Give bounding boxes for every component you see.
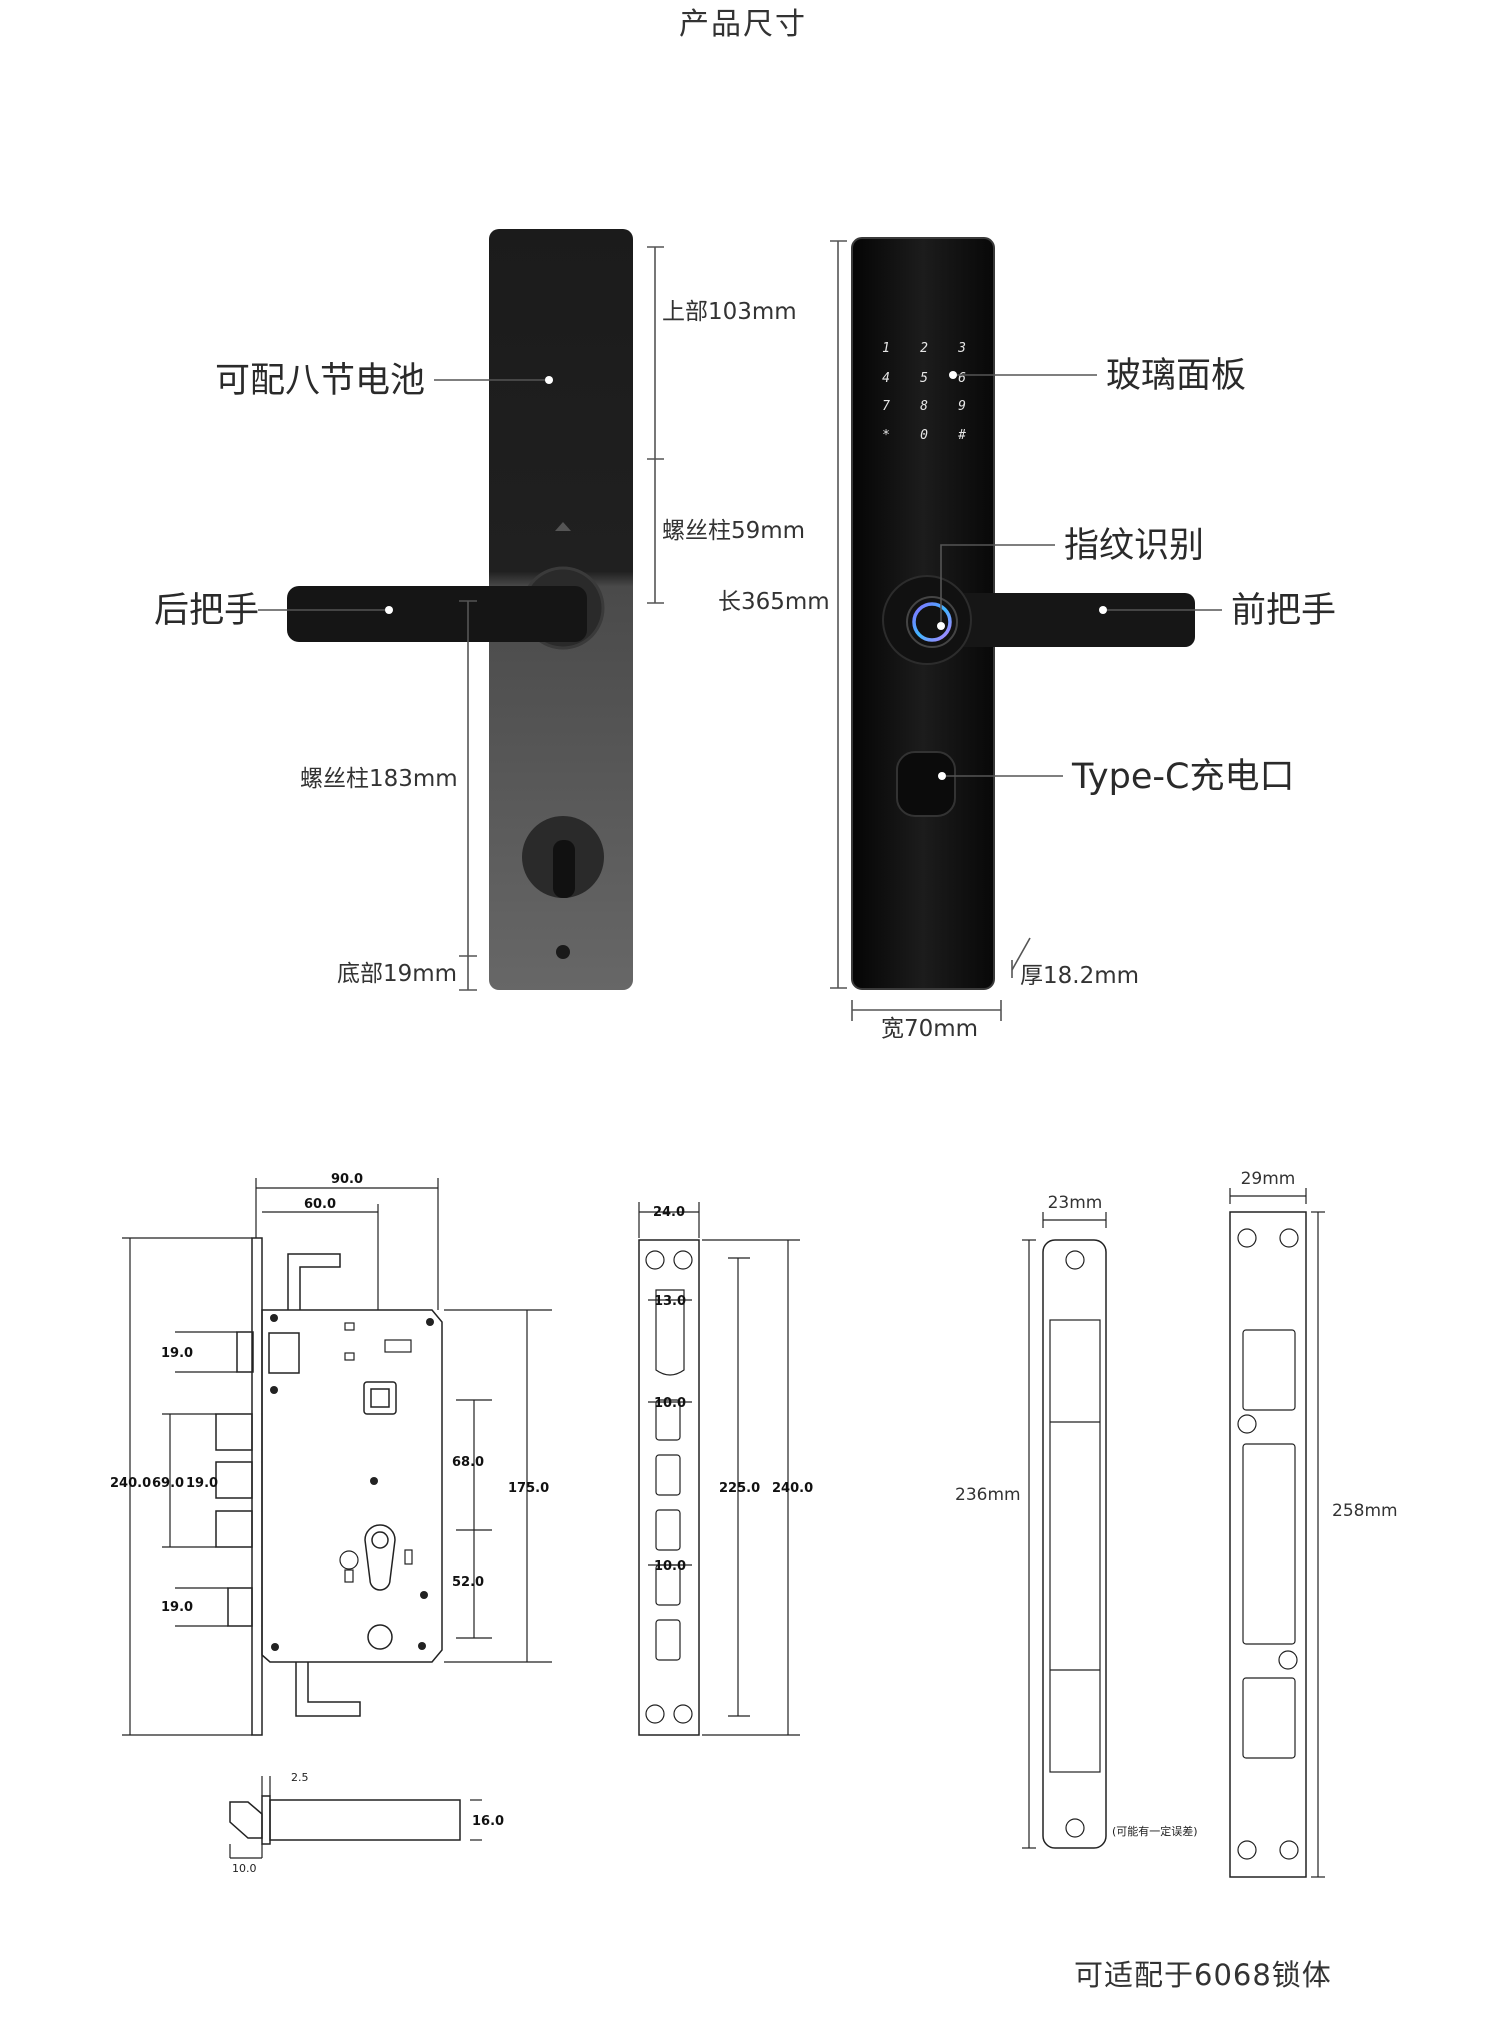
mortise-drawing	[215, 1237, 443, 1736]
faceplate-dim-10a: 10.0	[654, 1396, 686, 1411]
faceplate-dim-10b: 10.0	[654, 1559, 686, 1574]
key-9: 9	[958, 399, 966, 414]
bottom-note: 可适配于6068锁体	[1074, 1958, 1332, 1992]
key-6: 6	[958, 371, 966, 386]
mortise-dim-69: 69.0	[152, 1476, 184, 1491]
dim-screw-59: 螺丝柱59mm	[662, 518, 805, 544]
key-7: 7	[882, 399, 890, 414]
strike-dim-236: 236mm	[955, 1485, 1021, 1505]
callout-battery: 可配八节电池	[215, 361, 425, 401]
callout-rear-handle: 后把手	[154, 591, 259, 631]
mortise-dim-19a: 19.0	[161, 1346, 193, 1361]
faceplate-dim-13: 13.0	[654, 1294, 686, 1309]
mortise-dim-19b: 19.0	[186, 1476, 218, 1491]
strike-note: (可能有一定误差)	[1112, 1824, 1198, 1838]
mortise-dim-68: 68.0	[452, 1455, 484, 1470]
typec-dot	[938, 772, 946, 780]
glass-panel-dot	[949, 371, 957, 379]
front-handle-dot	[1099, 606, 1107, 614]
fingerprint-dot	[937, 622, 945, 630]
mortise-dim-175: 175.0	[508, 1481, 549, 1496]
faceplate-dim-240: 240.0	[772, 1481, 813, 1496]
dim-bottom: 底部19mm	[337, 961, 457, 987]
key-star: *	[882, 428, 890, 443]
strike-dim-258: 258mm	[1332, 1501, 1398, 1521]
rear-handle-dot	[385, 606, 393, 614]
faceplate-dim-24: 24.0	[653, 1205, 685, 1220]
front-lock-image: 1 2 3 4 5 6 7 8 9 * 0 #	[851, 237, 1195, 990]
callout-glass-panel: 玻璃面板	[1106, 356, 1246, 396]
key-1: 1	[882, 341, 890, 356]
mortise-dim-90: 90.0	[331, 1172, 363, 1187]
mortise-dim-52: 52.0	[452, 1575, 484, 1590]
faceplate-drawing	[638, 1202, 800, 1736]
keypad: 1 2 3 4 5 6 7 8 9 * 0 #	[882, 341, 966, 443]
key-hash: #	[957, 428, 966, 443]
battery-dot	[545, 376, 553, 384]
bolt-detail	[229, 1776, 482, 1859]
mortise-dim-60: 60.0	[304, 1197, 336, 1212]
bolt-dim-25: 2.5	[291, 1771, 309, 1784]
strike-dim-23: 23mm	[1048, 1193, 1103, 1213]
strike-dim-29: 29mm	[1241, 1169, 1296, 1189]
bolt-dim-16: 16.0	[472, 1814, 504, 1829]
rear-lock-image	[287, 229, 633, 990]
callout-front-handle: 前把手	[1231, 591, 1336, 631]
dim-top: 上部103mm	[662, 299, 797, 325]
key-5: 5	[920, 371, 928, 386]
dim-screw-183: 螺丝柱183mm	[300, 766, 458, 792]
faceplate-dim-225: 225.0	[719, 1481, 760, 1496]
mortise-dim-19c: 19.0	[161, 1600, 193, 1615]
callout-typec: Type-C充电口	[1071, 757, 1294, 797]
bolt-dim-10: 10.0	[232, 1862, 257, 1875]
callout-fingerprint: 指纹识别	[1064, 526, 1204, 566]
dim-length: 长365mm	[718, 589, 830, 615]
dim-thickness: 厚18.2mm	[1020, 963, 1139, 989]
key-3: 3	[957, 341, 966, 356]
page-title: 产品尺寸	[679, 7, 807, 42]
strike-plate-large	[1229, 1188, 1325, 1878]
mortise-dim-240: 240.0	[110, 1476, 151, 1491]
strike-plate-small	[1022, 1212, 1107, 1849]
key-2: 2	[920, 341, 928, 356]
key-4: 4	[882, 371, 890, 386]
key-8: 8	[920, 399, 928, 414]
key-0: 0	[920, 428, 928, 443]
dim-width: 宽70mm	[881, 1016, 978, 1042]
